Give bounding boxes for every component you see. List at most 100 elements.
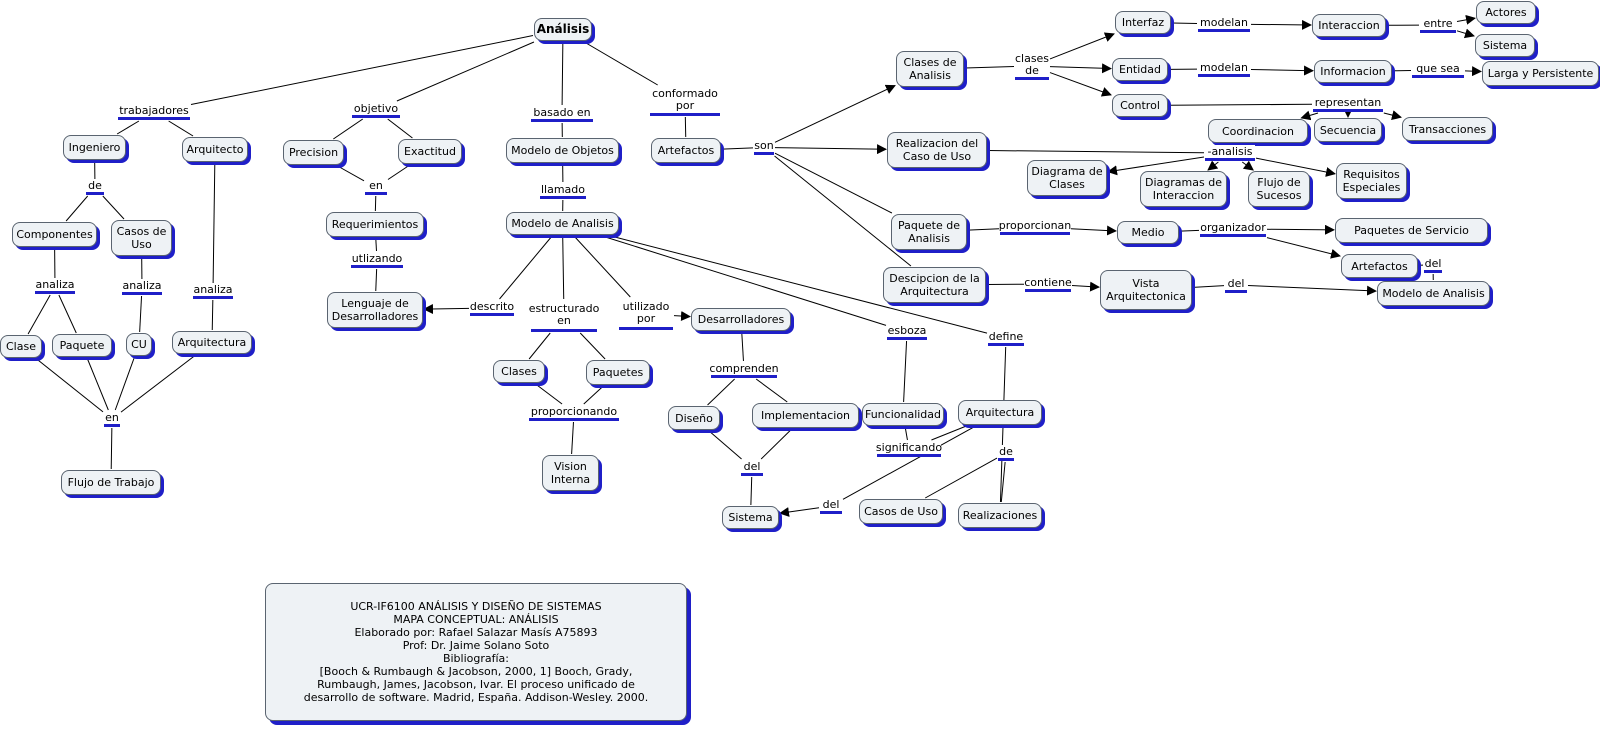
concept-casos-de-uso: Casos de Uso	[111, 220, 172, 256]
concept-diagramas-de-interaccion: Diagramas de Interaccion	[1140, 171, 1227, 207]
concept-vista-arquitectonica: Vista Arquitectonica	[1100, 270, 1192, 310]
connector-arrow	[1207, 160, 1219, 171]
connector-line	[579, 332, 606, 360]
footer-line: MAPA CONCEPTUAL: ANÁLISIS	[393, 613, 559, 626]
connector-line	[750, 476, 753, 506]
link-del: del	[1225, 277, 1247, 293]
link-clases-de: clases de	[1015, 52, 1049, 80]
connector-line	[190, 35, 534, 106]
concept-informacion: Informacion	[1314, 60, 1392, 83]
connector-arrow	[1049, 72, 1112, 97]
connector-line	[396, 41, 535, 102]
concept-flujo-de-trabajo: Flujo de Trabajo	[61, 470, 161, 495]
connector-line	[774, 155, 912, 267]
connector-arrow	[1250, 65, 1314, 76]
concept-actores: Actores	[1476, 1, 1536, 24]
concept-larga-y-persistente: Larga y Persistente	[1482, 61, 1599, 86]
connector-line	[1000, 461, 1006, 503]
concept-exactitud: Exactitud	[398, 139, 462, 164]
connector-line	[1179, 229, 1200, 232]
link-del: del	[741, 460, 763, 476]
connector-arrow	[774, 84, 896, 143]
connector-line	[211, 299, 214, 331]
connector-line	[602, 235, 887, 326]
concept-root-analisis: Análisis	[534, 18, 592, 41]
concept-implementacion: Implementacion	[752, 403, 859, 428]
concept-flujo-de-sucesos: Flujo de Sucesos	[1248, 171, 1310, 207]
connector-arrow	[1266, 224, 1335, 235]
connector-line	[58, 294, 77, 334]
concept-paquetes-de-servicio: Paquetes de Servicio	[1335, 218, 1488, 243]
connector-line	[27, 294, 51, 335]
connector-line	[741, 331, 744, 362]
connector-line	[571, 421, 574, 455]
connector-line	[387, 118, 413, 139]
footer-line: [Booch & Rumbaugh & Jacobson, 2000, 1] B…	[319, 665, 633, 678]
concept-control: Control	[1112, 94, 1168, 117]
connector-line	[116, 120, 140, 135]
connector-arrow	[774, 144, 887, 155]
concept-casos-de-uso: Casos de Uso	[859, 499, 943, 524]
link-contiene: contiene	[1024, 276, 1072, 292]
concept-funcionalidad: Funcionalidad	[862, 403, 944, 426]
link-representan: representan	[1313, 96, 1383, 112]
credits-box: UCR-IF6100 ANÁLISIS Y DISEÑO DE SISTEMAS…	[265, 583, 687, 721]
connector-line	[114, 356, 135, 411]
connector-line	[707, 378, 735, 406]
concept-sistema: Sistema	[722, 506, 779, 529]
connector-arrow	[1456, 14, 1476, 25]
connector-line	[924, 457, 998, 499]
footer-line: Rumbaugh, James, Jacobson, Ivar. El proc…	[317, 678, 635, 691]
concept-diseno: Diseño	[668, 406, 720, 430]
connector-line	[760, 428, 793, 460]
connector-arrow	[1464, 66, 1482, 77]
link-trabajadores: trabajadores	[118, 104, 190, 120]
connector-line	[139, 295, 143, 333]
connector-arrow	[1255, 157, 1336, 177]
link-modelan: modelan	[1198, 16, 1250, 32]
connector-arrow	[673, 311, 691, 322]
footer-line: UCR-IF6100 ANÁLISIS Y DISEÑO DE SISTEMAS	[350, 600, 602, 613]
link-en: en	[365, 180, 387, 195]
connector-line	[708, 430, 742, 460]
connector-line	[387, 164, 411, 180]
connector-arrow	[1049, 63, 1112, 74]
connector-line	[561, 41, 564, 106]
link-entre: entre	[1420, 17, 1456, 33]
connector-arrow	[1241, 160, 1254, 171]
connector-arrow	[779, 507, 820, 517]
footer-line: Prof: Dr. Jaime Solano Soto	[402, 639, 550, 652]
link-conformado-por: conformado por	[650, 86, 720, 116]
concept-coordinacion: Coordinacion	[1208, 119, 1308, 143]
connector-line	[212, 162, 216, 284]
connector-line	[1192, 285, 1225, 288]
concept-realizaciones: Realizaciones	[958, 503, 1042, 528]
connector-line	[168, 120, 194, 137]
connector-line	[375, 237, 377, 252]
connector-arrow	[1070, 225, 1117, 236]
connector-line	[721, 147, 754, 150]
connector-line	[903, 340, 908, 403]
link-estructurado-en: estructurado en	[529, 300, 599, 332]
connector-line	[987, 150, 1205, 154]
concept-clase: Clase	[0, 335, 42, 358]
concept-cu: CU	[126, 333, 152, 356]
connector-arrow	[1247, 285, 1377, 296]
connector-line	[931, 425, 967, 441]
connector-line	[375, 268, 378, 292]
footer-line: Bibliografía:	[442, 652, 510, 665]
connector-line	[499, 235, 553, 300]
concept-vision-interna: Vision Interna	[542, 455, 599, 491]
connector-line	[110, 427, 113, 470]
connector-arrow	[1383, 110, 1402, 120]
connector-line	[583, 385, 604, 405]
concept-arquitectura: Arquitectura	[172, 331, 252, 354]
concept-diagrama-de-clases: Diagrama de Clases	[1027, 160, 1107, 196]
concept-desarrolladores: Desarrolladores	[691, 308, 791, 331]
connector-line	[333, 118, 364, 140]
link-analisis: -analisis	[1205, 145, 1255, 161]
link-modelan: modelan	[1198, 61, 1250, 77]
concept-interaccion: Interaccion	[1312, 14, 1386, 37]
footer-line: Elaborado por: Rafael Salazar Masís A758…	[354, 626, 598, 639]
concept-clases-de-analisis: Clases de Analisis	[896, 51, 964, 87]
